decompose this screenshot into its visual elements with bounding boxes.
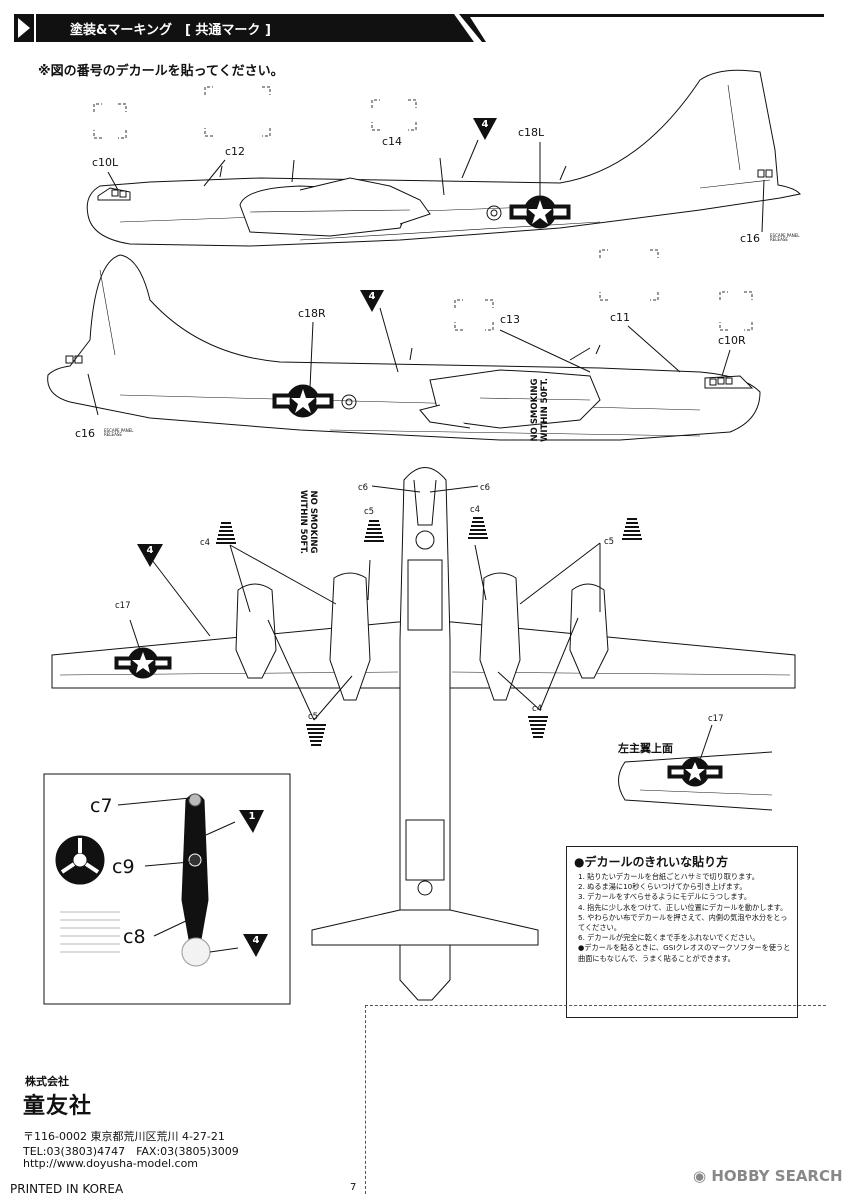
callout-c16: c16 — [75, 427, 96, 440]
stripe-decal-c5 — [622, 518, 642, 542]
instruction-step: 6. デカールが完全に乾くまで手をふれないでください。 — [578, 933, 760, 943]
instruction-step: 2. ぬるま湯に10秒くらいつけてから引き上げます。 — [578, 882, 747, 892]
paint-marker-4: 4 — [368, 291, 376, 302]
paint-marker-4: 4 — [146, 545, 154, 556]
decal-instructions-list: 1. 貼りたいデカールを台紙ごとハサミで切り取ります。 2. ぬるま湯に10秒く… — [578, 872, 792, 964]
decal-instructions-box — [566, 846, 798, 1018]
callout-c6: c6 — [480, 483, 491, 493]
callout-c5: c5 — [308, 712, 319, 722]
callout-c5: c5 — [364, 507, 375, 517]
callout-c13: c13 — [500, 313, 521, 326]
callout-c17: c17 — [708, 714, 724, 724]
callout-c12: c12 — [225, 145, 246, 158]
company-address: 〒116-0002 東京都荒川区荒川 4-27-21 — [23, 1130, 225, 1143]
callout-c18R: c18R — [298, 307, 326, 320]
header-title: 塗装&マーキング [ 共通マーク ] — [70, 23, 271, 38]
escape-panel-tag: ESCAPE PANEL RELEASE — [770, 233, 800, 242]
upper-wing-title: 左主翼上面 — [618, 742, 673, 755]
company-name: 童友社 — [23, 1094, 93, 1119]
watermark-icon: ◉ — [693, 1167, 707, 1185]
instruction-step: 4. 指先に少し水をつけて、正しい位置にデカールを動かします。 — [578, 902, 788, 912]
callout-c8: c8 — [123, 926, 146, 948]
dashed-corner-box — [365, 1005, 826, 1194]
callout-c18L: c18L — [518, 126, 545, 139]
stripe-decal-c4 — [216, 522, 236, 546]
callout-c10R: c10R — [718, 334, 746, 347]
instruction-step: 5. やわらかい布でデカールを押さえて、内側の気泡や水分をとってください。 — [578, 912, 788, 933]
instruction-step: 3. デカールをすべらせるようにモデルにうつします。 — [578, 892, 752, 902]
paint-marker-4: 4 — [252, 935, 260, 946]
stripe-decal-c5 — [306, 724, 326, 748]
paint-marker-4: 4 — [481, 119, 489, 130]
callout-c10L: c10L — [92, 156, 119, 169]
callout-c4: c4 — [470, 505, 481, 515]
callout-c6: c6 — [358, 483, 369, 493]
instruction-step: ●デカールを貼るときに、GSIクレオスのマークソフターを使うと曲面にもなじんで、… — [578, 943, 791, 963]
decal-instructions-title: ●デカールのきれいな貼り方 — [574, 855, 729, 869]
page-number: 7 — [350, 1182, 357, 1193]
stripe-decal-c5 — [364, 520, 384, 544]
callout-c5: c5 — [604, 537, 615, 547]
no-smoking-text-left: NO SMOKING WITHIN 50FT. — [298, 489, 318, 555]
callout-c14: c14 — [382, 135, 403, 148]
paint-marker-1: 1 — [248, 811, 256, 822]
escape-panel-tag: ESCAPE PANEL RELEASE — [104, 428, 134, 437]
callout-c4: c4 — [532, 704, 543, 714]
instruction-step: 1. 貼りたいデカールを台紙ごとハサミで切り取ります。 — [578, 872, 759, 881]
watermark-logo: ◉ HOBBY SEARCH — [693, 1167, 843, 1185]
callout-c17: c17 — [115, 601, 131, 611]
callout-c9: c9 — [112, 856, 135, 878]
company-url[interactable]: http://www.doyusha-model.com — [23, 1157, 199, 1170]
callout-c11: c11 — [610, 311, 631, 324]
header-bar — [14, 14, 824, 42]
stripe-decal-c4 — [528, 716, 548, 740]
stripe-decal-c4 — [468, 517, 488, 541]
callout-c7: c7 — [90, 795, 113, 817]
no-smoking-text-right: NO SMOKING WITHIN 50FT. — [530, 377, 550, 443]
printed-in: PRINTED IN KOREA — [10, 1182, 124, 1196]
callout-c16: c16 — [740, 232, 761, 245]
bullet-icon: ● — [574, 855, 585, 869]
company-tel-fax: TEL:03(3803)4747 FAX:03(3805)3009 — [23, 1145, 239, 1158]
callout-c4: c4 — [200, 538, 211, 548]
company-type: 株式会社 — [25, 1075, 69, 1088]
decal-note: ※図の番号のデカールを貼ってください。 — [38, 64, 284, 79]
